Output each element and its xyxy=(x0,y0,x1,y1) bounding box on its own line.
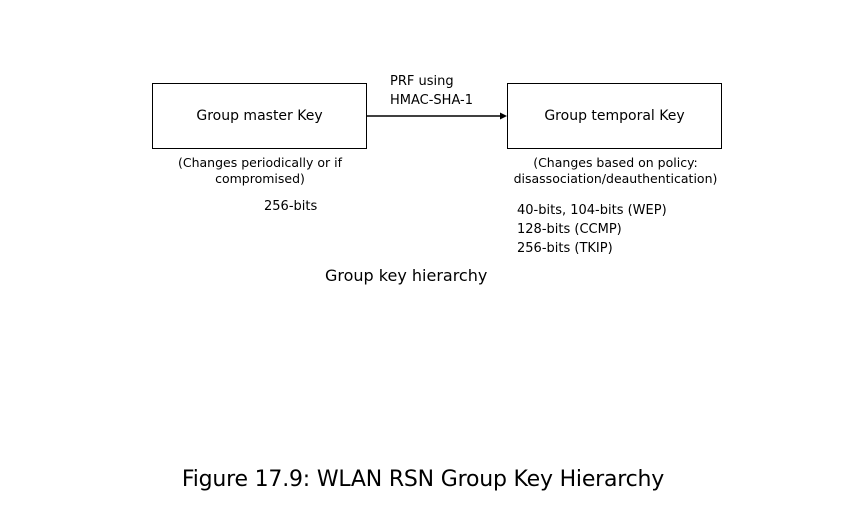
group-temporal-key-bits-wep: 40-bits, 104-bits (WEP) xyxy=(517,203,667,218)
arrow-head xyxy=(500,112,507,120)
group-master-key-note: (Changes periodically or if compromised) xyxy=(178,155,342,186)
group-temporal-key-bits-tkip: 256-bits (TKIP) xyxy=(517,241,613,256)
figure-caption: Figure 17.9: WLAN RSN Group Key Hierarch… xyxy=(181,467,665,492)
group-temporal-key-note: (Changes based on policy: disassociation… xyxy=(513,155,718,186)
group-master-key-node: Group master Key xyxy=(152,83,367,149)
group-temporal-key-bits-ccmp: 128-bits (CCMP) xyxy=(517,222,622,237)
group-master-key-label: Group master Key xyxy=(196,108,323,124)
group-temporal-key-node: Group temporal Key xyxy=(507,83,722,149)
diagram-title: Group key hierarchy xyxy=(325,266,488,285)
group-master-key-bits: 256-bits xyxy=(264,199,318,214)
arrow-label-line-1: PRF using xyxy=(390,74,454,89)
arrow-label-line-2: HMAC-SHA-1 xyxy=(390,93,474,108)
group-temporal-key-label: Group temporal Key xyxy=(544,108,685,124)
